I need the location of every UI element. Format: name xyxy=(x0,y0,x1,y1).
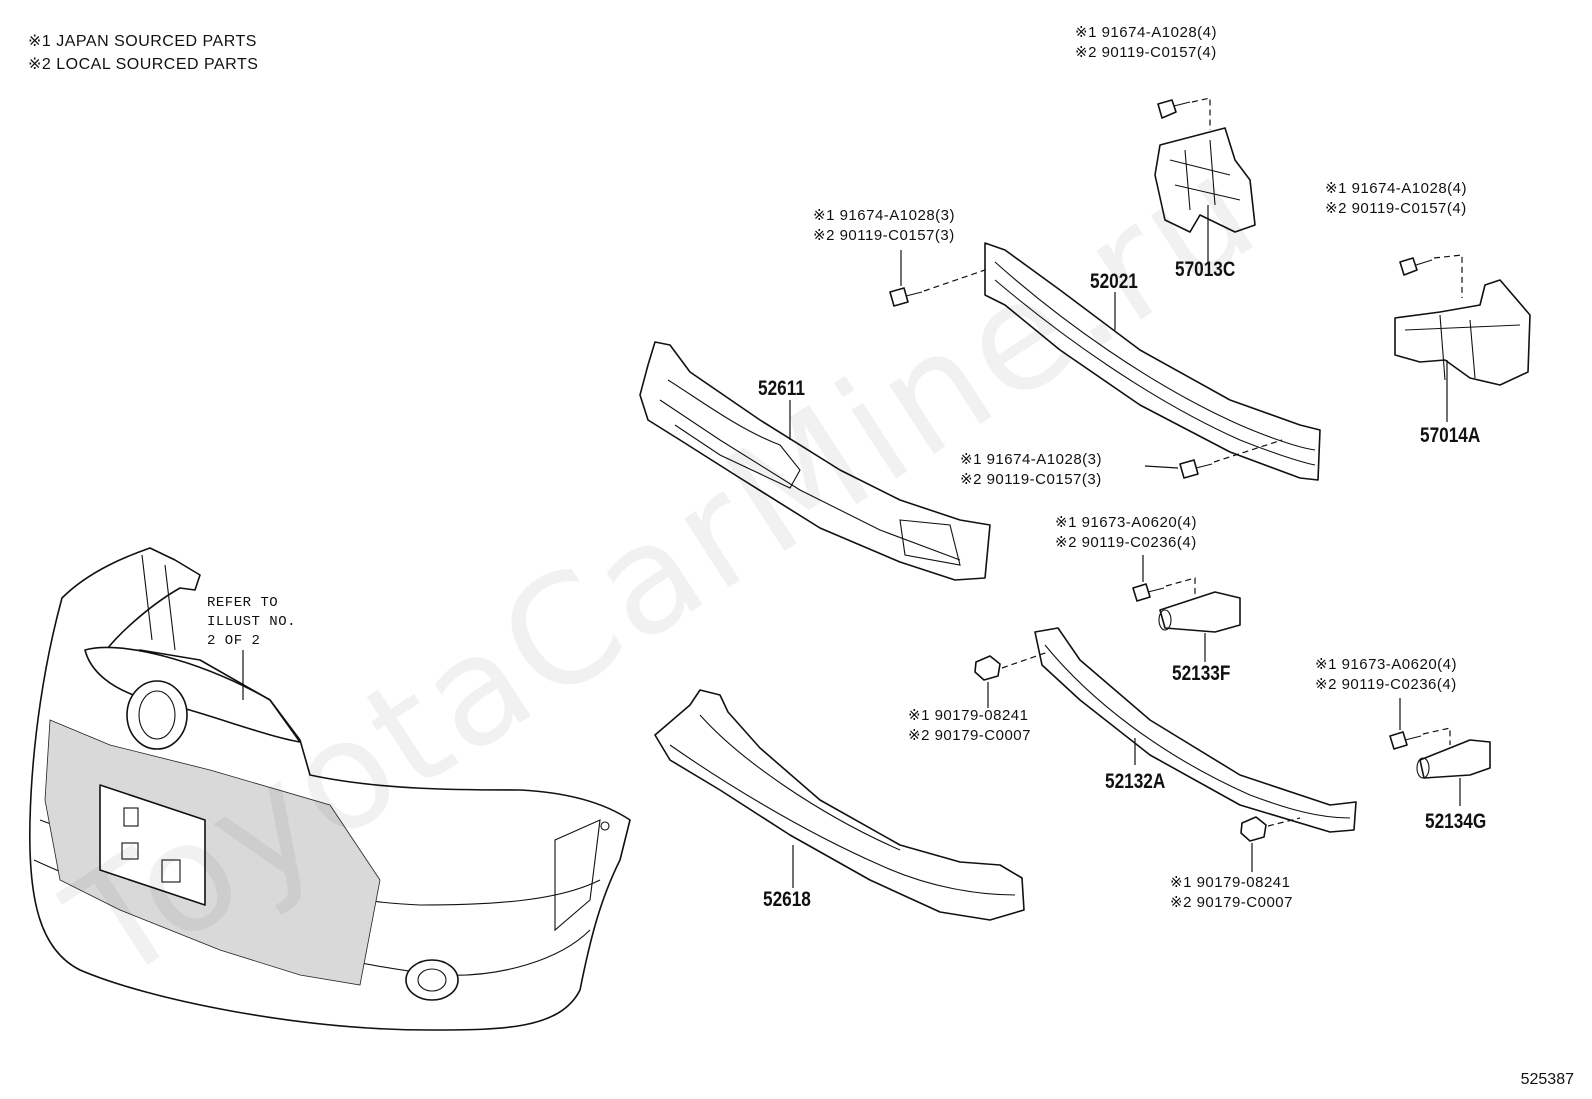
extension-52133F xyxy=(1132,555,1241,662)
part-number-57013C: 57013C xyxy=(1175,258,1236,281)
part-number-52132A: 52132A xyxy=(1105,770,1166,793)
label-nut-bottom: ※1 90179-08241 ※2 90179-C0007 xyxy=(1170,874,1293,911)
bumper-reinforcement-52021 xyxy=(984,242,1321,481)
label-reinforcement-right: ※1 91674-A1028(3) ※2 90119-C0157(3) xyxy=(960,451,1102,488)
bracket-57013C xyxy=(1154,97,1256,262)
absorber-52618 xyxy=(654,689,1025,921)
refer-line-3: 2 OF 2 xyxy=(207,633,261,649)
extension-52134G xyxy=(1389,698,1491,806)
bracket-57014A xyxy=(1394,254,1531,422)
front-bumper-cover xyxy=(28,547,631,1031)
label-nut-left: ※1 90179-08241 ※2 90179-C0007 xyxy=(908,707,1031,744)
part-number-52134G: 52134G xyxy=(1425,810,1487,833)
bolt-left xyxy=(889,250,986,307)
refer-line-1: REFER TO xyxy=(207,595,279,611)
label-bracket-far-right: ※1 91674-A1028(4) ※2 90119-C0157(4) xyxy=(1325,180,1467,217)
legend-japan: ※1 JAPAN SOURCED PARTS xyxy=(28,33,257,50)
legend: ※1 JAPAN SOURCED PARTS ※2 LOCAL SOURCED … xyxy=(28,30,258,76)
part-number-52133F: 52133F xyxy=(1172,662,1231,685)
part-number-52618: 52618 xyxy=(763,888,811,911)
label-extension-upper: ※1 91673-A0620(4) ※2 90119-C0236(4) xyxy=(1055,514,1197,551)
nut-bottom xyxy=(1240,816,1301,872)
support-52132A xyxy=(1034,627,1357,833)
legend-local: ※2 LOCAL SOURCED PARTS xyxy=(28,56,259,73)
part-number-52021: 52021 xyxy=(1090,270,1138,293)
refer-note: REFER TO ILLUST NO. 2 OF 2 xyxy=(207,594,296,651)
refer-line-2: ILLUST NO. xyxy=(207,614,297,630)
label-extension-lower: ※1 91673-A0620(4) ※2 90119-C0236(4) xyxy=(1315,656,1457,693)
bolt-right xyxy=(1144,439,1283,479)
nut-left xyxy=(974,651,1049,708)
energy-absorber-52611 xyxy=(639,341,991,581)
part-number-57014A: 57014A xyxy=(1420,424,1481,447)
part-number-52611: 52611 xyxy=(758,377,805,400)
label-bracket-right-top: ※1 91674-A1028(4) ※2 90119-C0157(4) xyxy=(1075,24,1217,61)
diagram-code: 525387 xyxy=(1520,1071,1574,1088)
label-reinforcement-left: ※1 91674-A1028(3) ※2 90119-C0157(3) xyxy=(813,207,955,244)
